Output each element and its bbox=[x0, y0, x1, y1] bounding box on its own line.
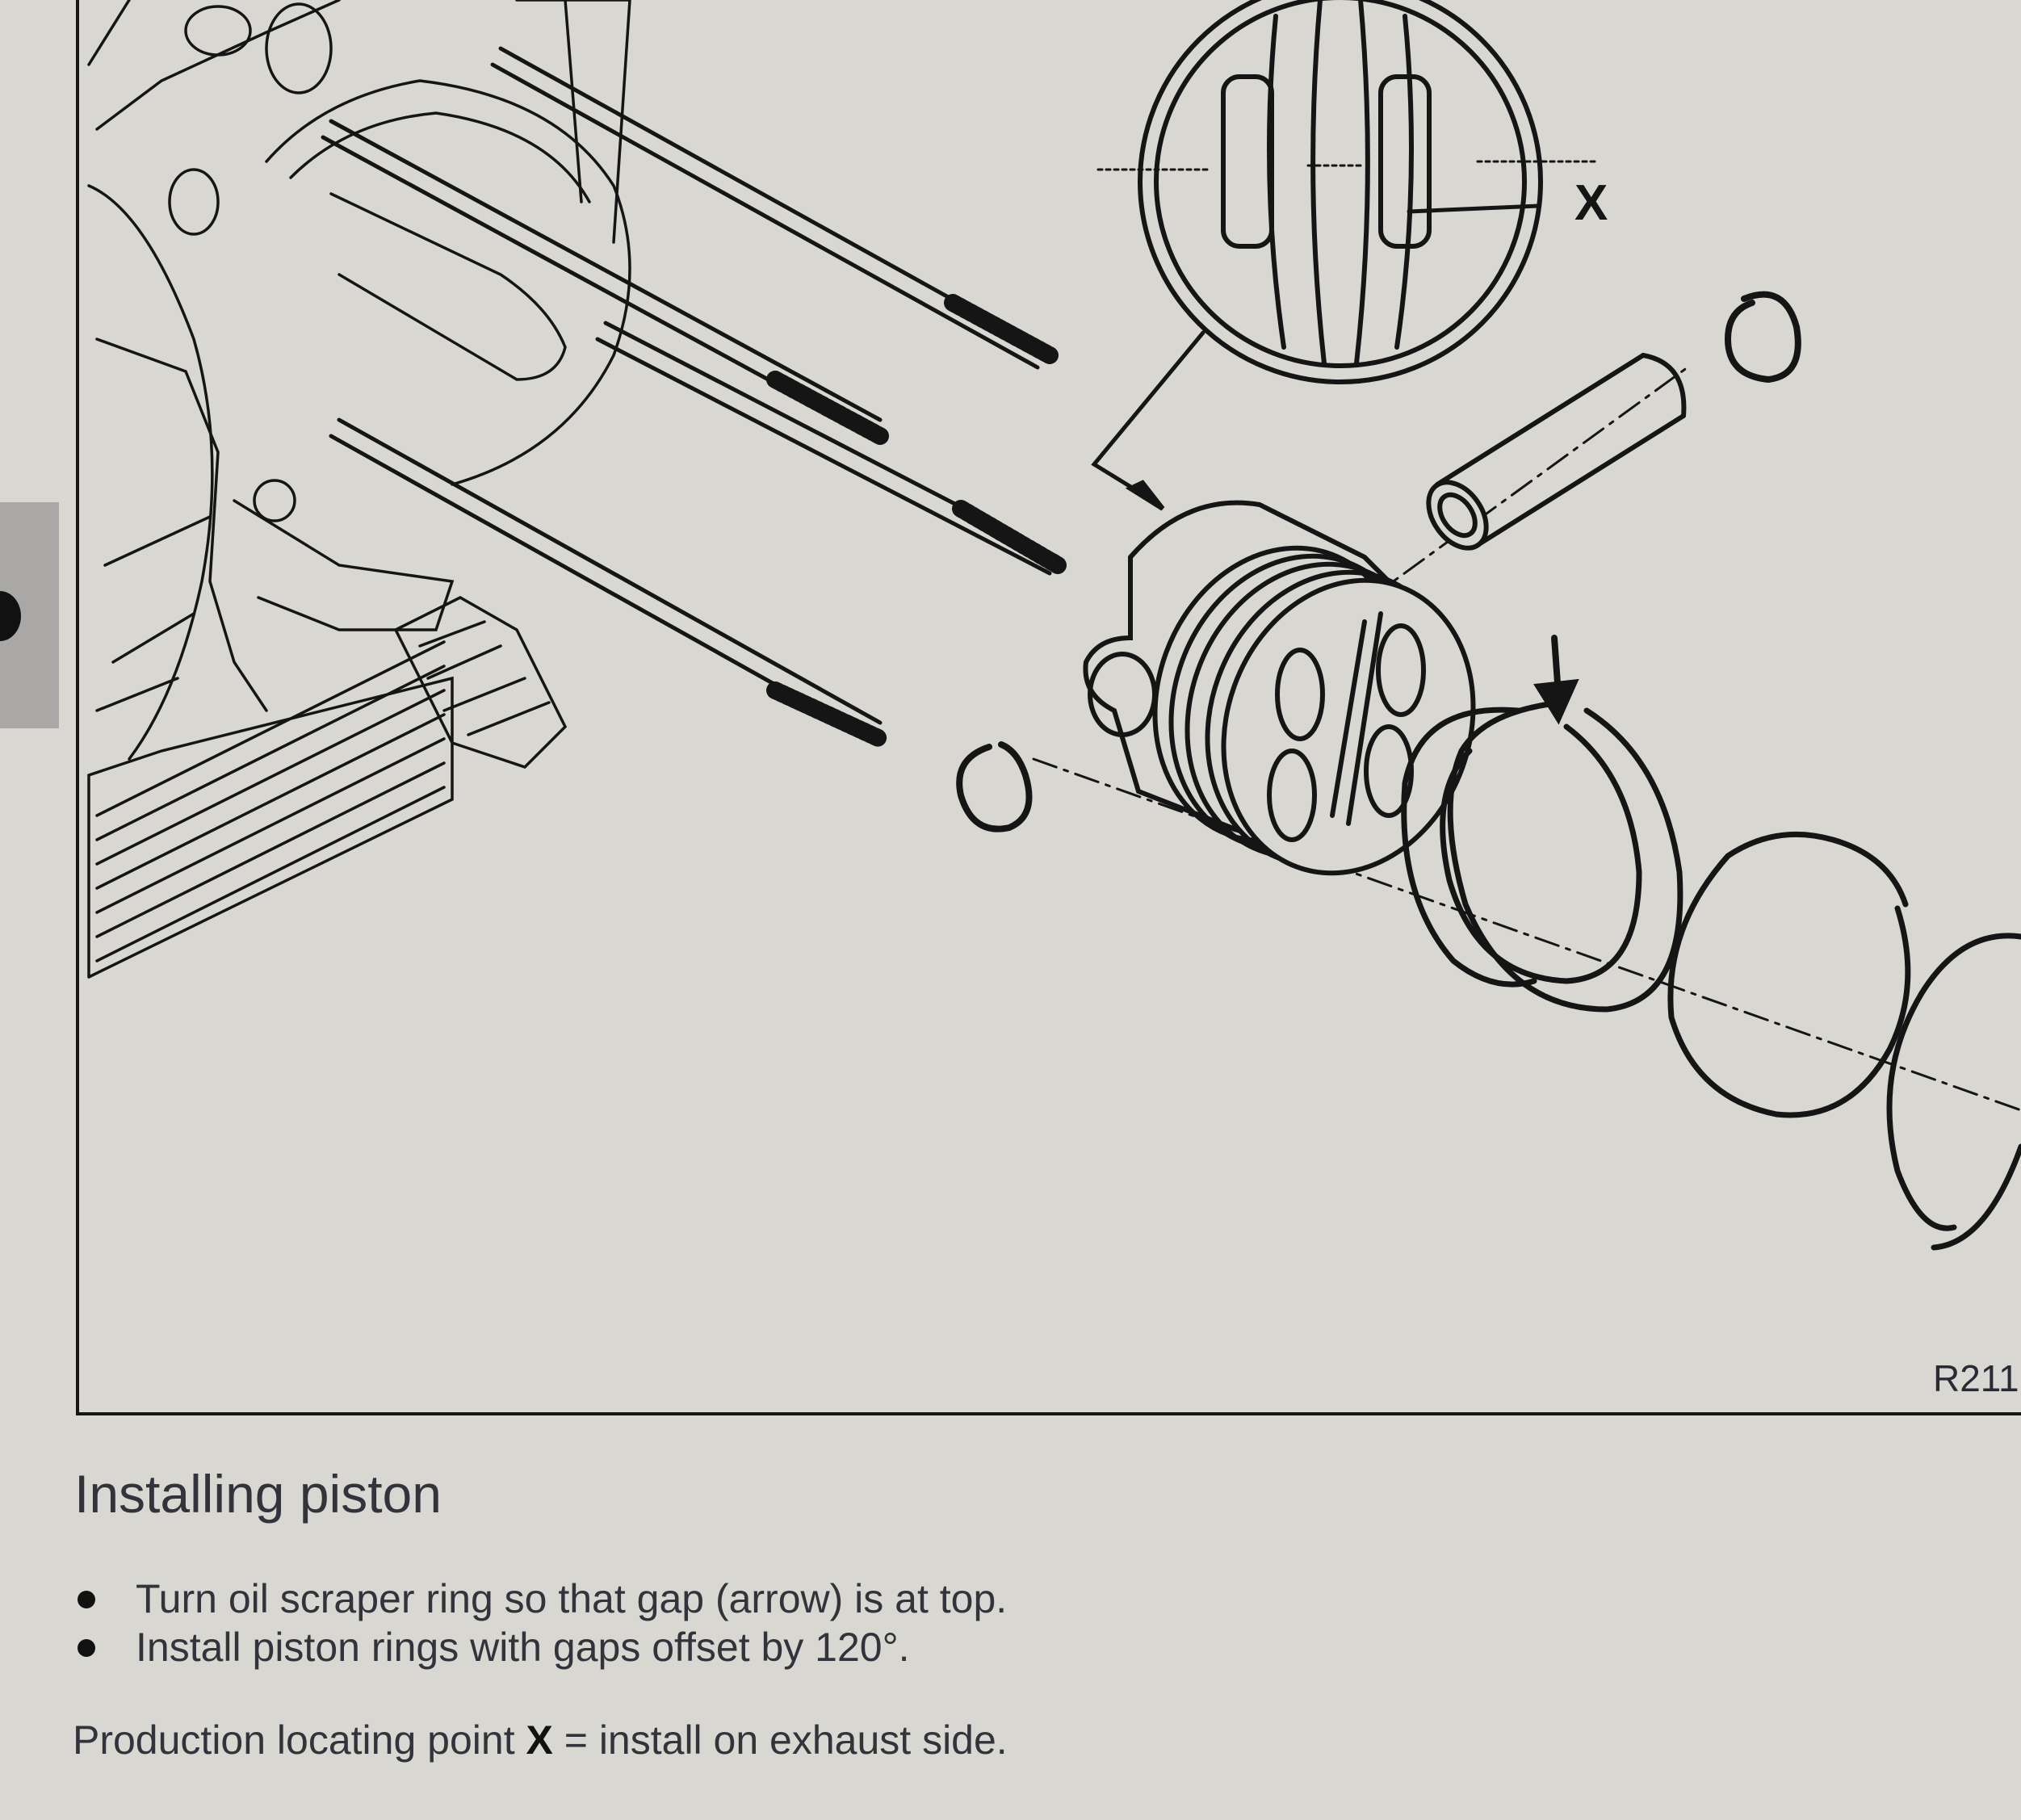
locating-point-note: Production locating point X = install on… bbox=[73, 1717, 1008, 1763]
engine-block bbox=[87, 0, 631, 979]
piston-exploded-diagram: X bbox=[76, 0, 2021, 1415]
piston-top-inset bbox=[1091, 0, 1600, 511]
instruction-list: Turn oil scraper ring so that gap (arrow… bbox=[74, 1575, 1007, 1671]
note-suffix: = install on exhaust side. bbox=[552, 1717, 1008, 1763]
figure-frame bbox=[76, 0, 2021, 1415]
callout-x-label: X bbox=[1574, 175, 1608, 231]
section-heading: Installing piston bbox=[74, 1464, 442, 1524]
bullet-icon bbox=[78, 1591, 95, 1608]
bullet-icon bbox=[78, 1639, 95, 1657]
assembly-centerline bbox=[1032, 366, 2021, 1112]
note-key: X bbox=[526, 1717, 553, 1763]
circlips bbox=[956, 291, 1801, 832]
piston bbox=[1083, 500, 1476, 876]
viewer-side-tab[interactable] bbox=[0, 502, 59, 728]
piston-pin bbox=[1426, 353, 1687, 551]
instruction-step: Turn oil scraper ring so that gap (arrow… bbox=[74, 1575, 1007, 1623]
piston-rings bbox=[1401, 635, 2021, 1251]
instruction-step: Install piston rings with gaps offset by… bbox=[74, 1623, 1007, 1671]
note-prefix: Production locating point bbox=[73, 1717, 526, 1763]
cylinder-studs bbox=[321, 46, 1067, 748]
step-text: Install piston rings with gaps offset by… bbox=[136, 1625, 910, 1670]
figure-reference-number: R211 bbox=[1933, 1357, 2019, 1399]
step-text: Turn oil scraper ring so that gap (arrow… bbox=[136, 1576, 1008, 1621]
